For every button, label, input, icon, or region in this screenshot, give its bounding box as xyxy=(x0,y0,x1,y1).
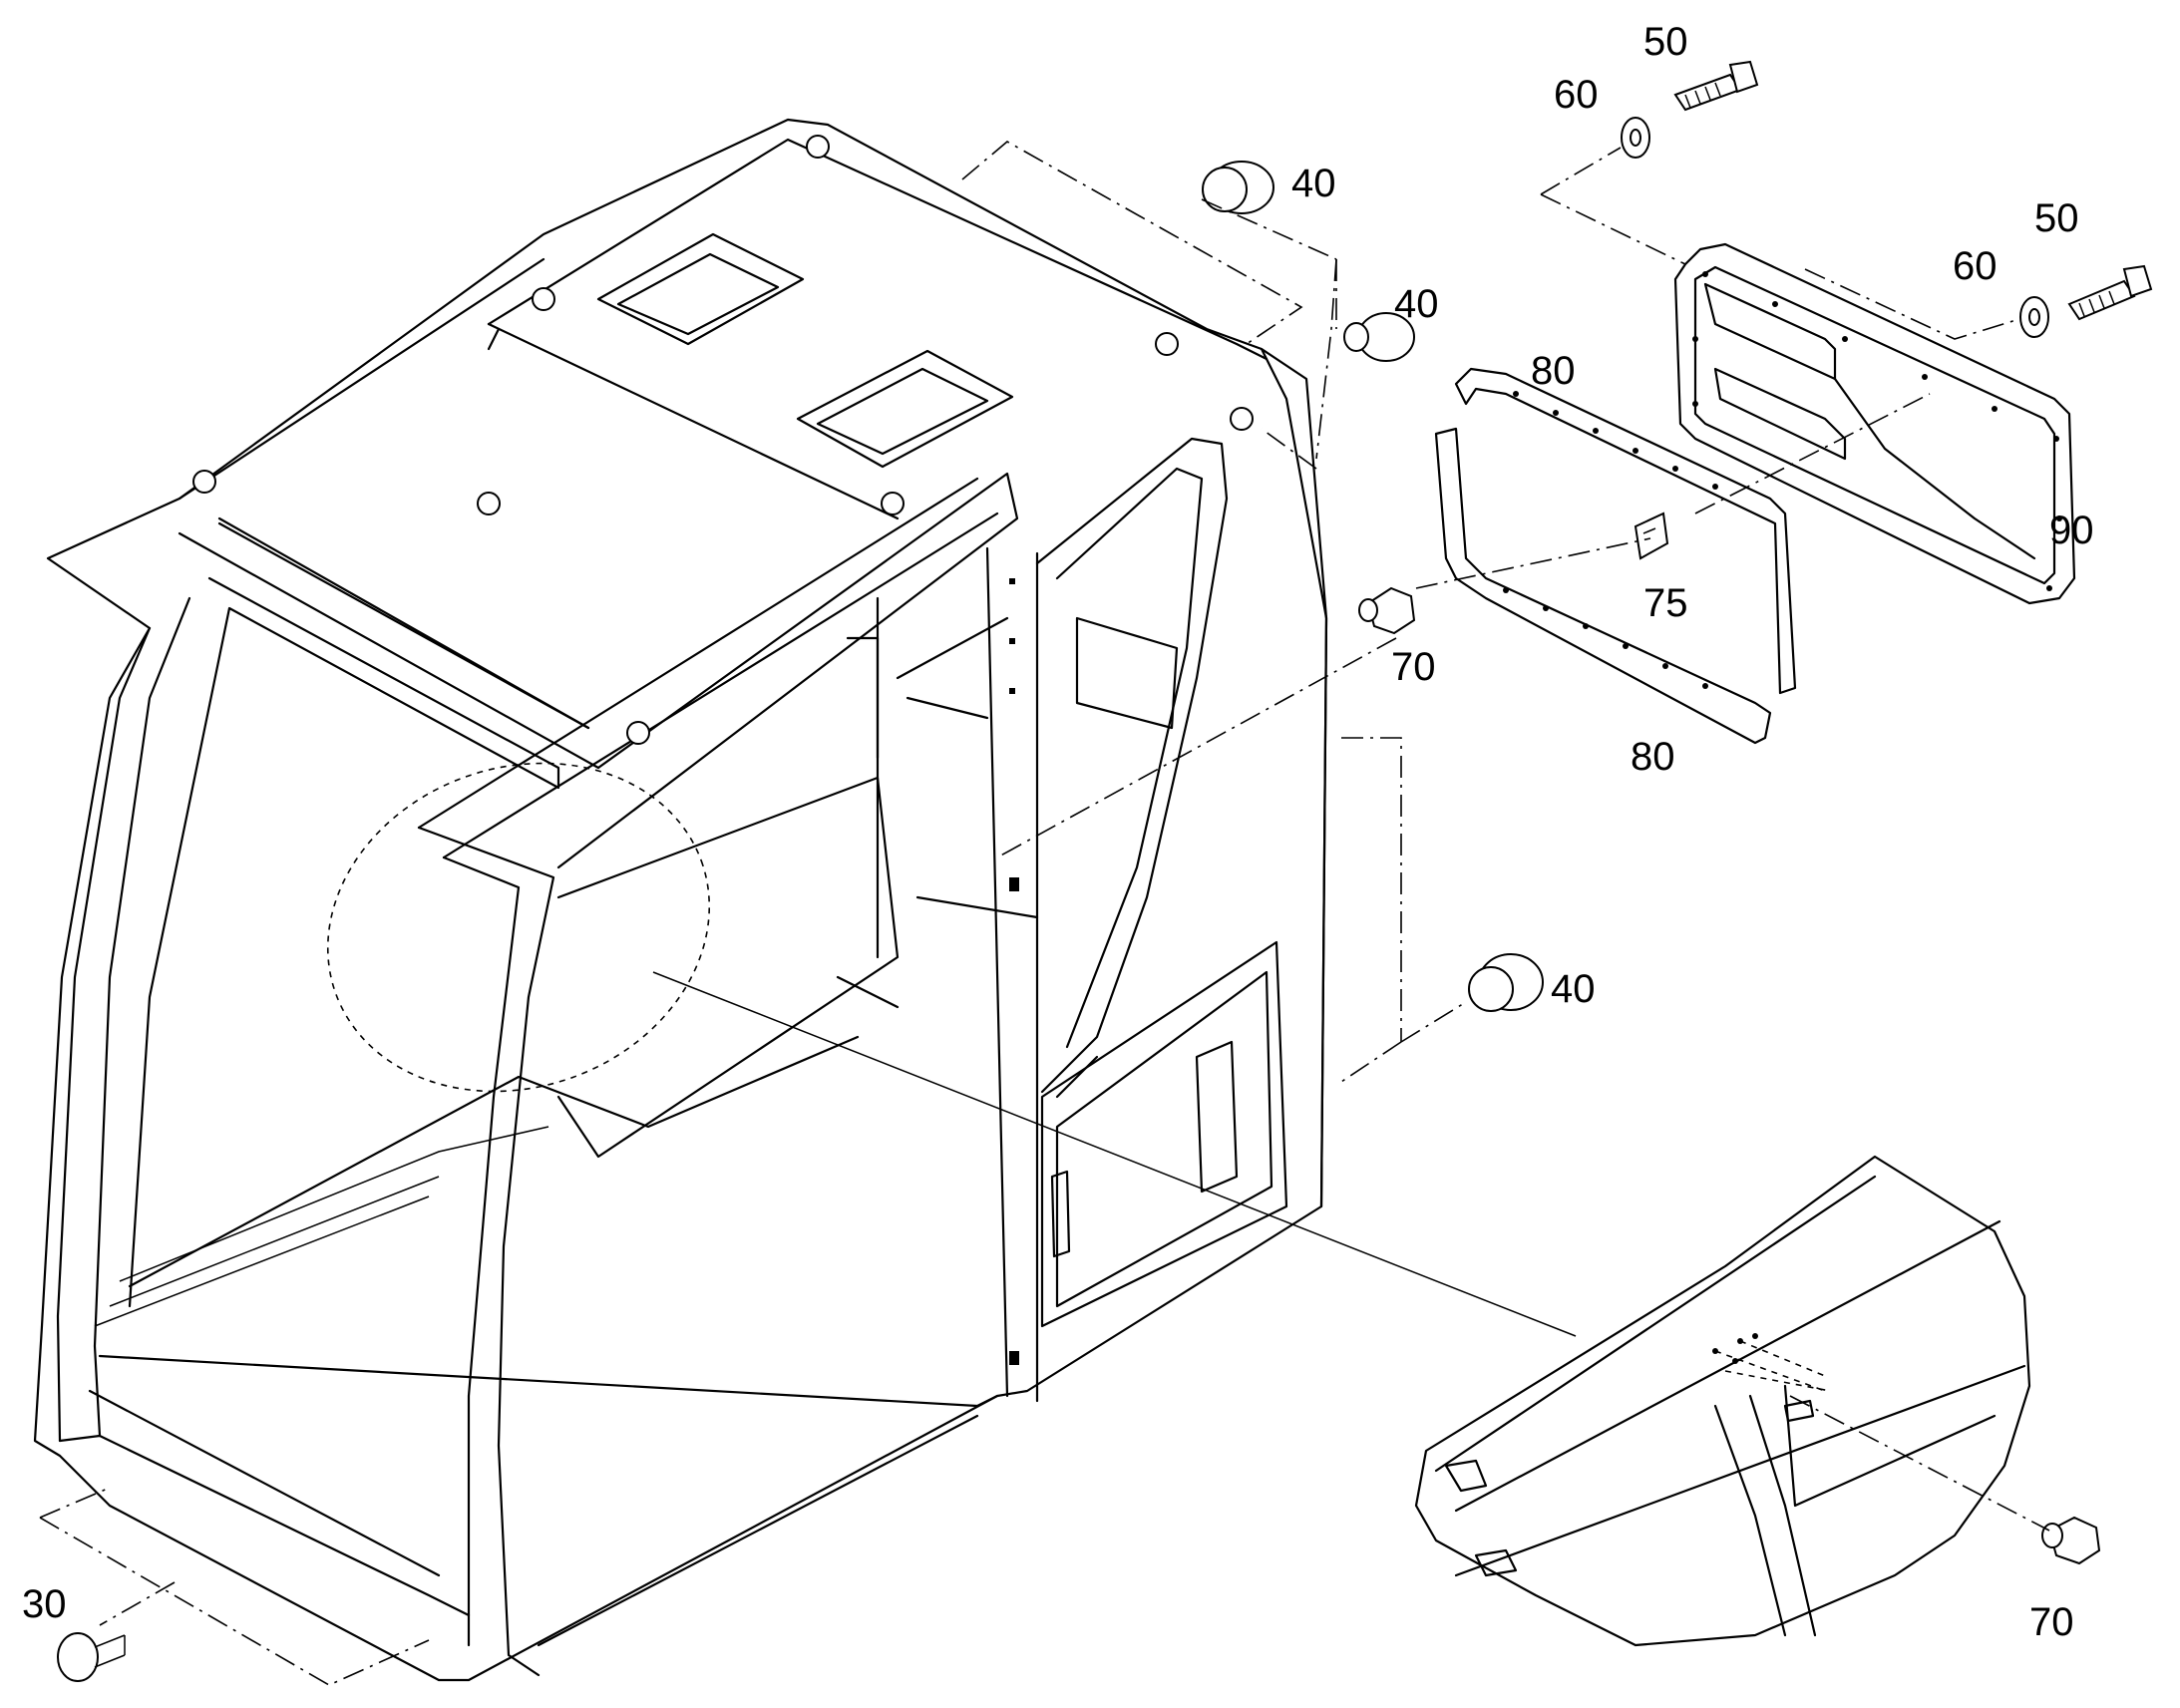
plug-icon xyxy=(57,1632,126,1682)
nut-icon xyxy=(1358,586,1416,635)
callout-70-bottom: 70 xyxy=(2029,1600,2074,1644)
plug-icon xyxy=(1202,161,1274,214)
callout-80-top: 80 xyxy=(1531,349,1576,393)
washer-icon xyxy=(2019,296,2049,338)
cover-plate-90 xyxy=(1673,242,2076,605)
cab-frame-drawing xyxy=(33,118,1328,1682)
callout-50-top: 50 xyxy=(1643,20,1688,64)
callout-60-top: 60 xyxy=(1554,73,1599,117)
detail-callout-ellipse xyxy=(326,762,711,1093)
bolt-icon xyxy=(2067,264,2153,321)
callout-40-mid: 40 xyxy=(1394,282,1439,326)
callout-50-right: 50 xyxy=(2034,196,2079,240)
detail-view xyxy=(1414,1155,2031,1647)
callout-60-right: 60 xyxy=(1953,244,1998,288)
plug-icon xyxy=(1468,953,1544,1012)
plug-icon xyxy=(1343,312,1415,362)
washer-icon xyxy=(1621,117,1650,159)
detail-leader-line xyxy=(652,971,1577,1337)
callout-30: 30 xyxy=(22,1582,67,1626)
callout-40-top: 40 xyxy=(1291,162,1336,205)
clip-icon xyxy=(1634,512,1669,560)
callout-80-bottom: 80 xyxy=(1631,735,1675,779)
callout-75: 75 xyxy=(1643,581,1688,625)
callout-40-low: 40 xyxy=(1551,967,1596,1011)
centerlines xyxy=(39,141,2050,1686)
callout-90: 90 xyxy=(2049,509,2094,552)
callout-70-mid: 70 xyxy=(1391,645,1436,689)
bolt-icon xyxy=(1673,60,1759,112)
gasket-80 xyxy=(1434,367,1797,745)
nut-icon xyxy=(2041,1516,2101,1565)
